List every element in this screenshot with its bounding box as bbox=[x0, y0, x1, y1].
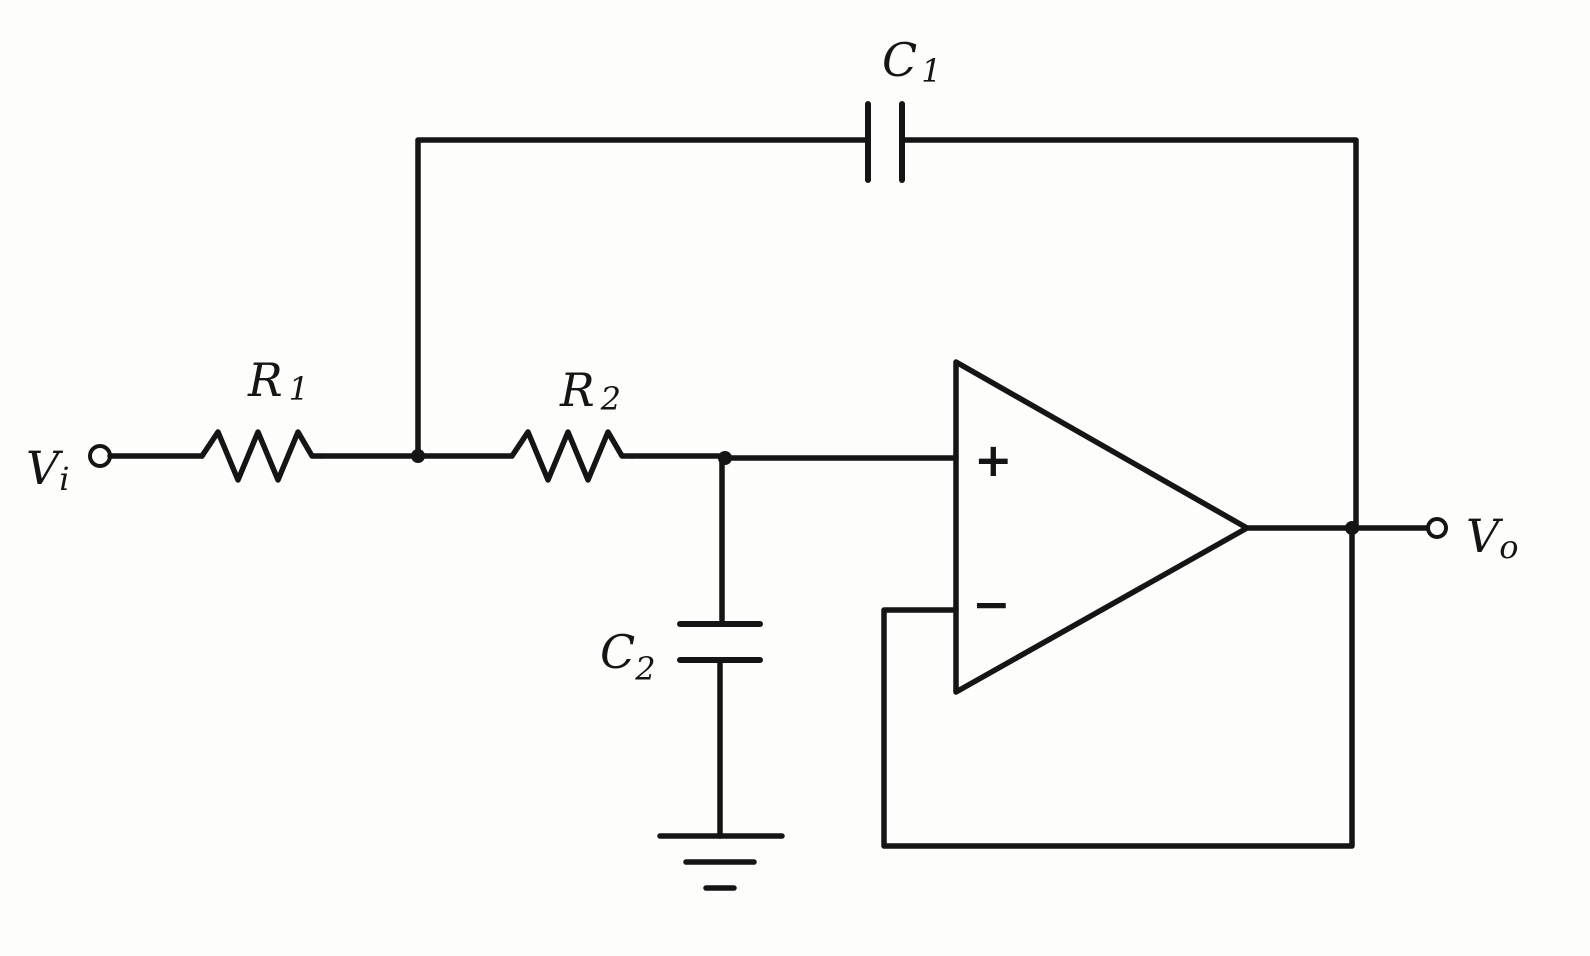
label-c2-main: C bbox=[600, 625, 635, 679]
label-r1-sub: 1 bbox=[289, 370, 309, 408]
wire-negative-feedback bbox=[881, 525, 1355, 849]
label-vout-main: V bbox=[1466, 509, 1504, 563]
label-vout: Vo bbox=[1466, 509, 1519, 566]
resistor-r1 bbox=[199, 429, 325, 483]
label-r2-sub: 2 bbox=[600, 380, 621, 418]
wire-c1-right bbox=[899, 137, 1359, 533]
label-r2-main: R bbox=[559, 363, 595, 417]
label-c2: C2 bbox=[600, 625, 656, 688]
wire-c1-left bbox=[415, 137, 871, 459]
label-vin: Vi bbox=[26, 441, 69, 498]
label-c1-sub: 1 bbox=[921, 52, 941, 90]
opamp-plus-sign: + bbox=[974, 433, 1013, 487]
opamp-triangle bbox=[953, 359, 1250, 695]
input-terminal bbox=[88, 444, 112, 468]
resistor-r2 bbox=[509, 429, 635, 483]
label-vin-sub: i bbox=[59, 460, 69, 498]
label-c2-sub: 2 bbox=[634, 650, 655, 688]
label-r1-main: R bbox=[247, 353, 283, 407]
opamp-minus-sign: − bbox=[972, 577, 1011, 631]
label-c1-main: C bbox=[882, 33, 917, 87]
label-vout-sub: o bbox=[1499, 528, 1518, 566]
ground-icon bbox=[657, 833, 785, 891]
output-terminal bbox=[1426, 517, 1448, 539]
label-vin-main: V bbox=[26, 441, 64, 495]
